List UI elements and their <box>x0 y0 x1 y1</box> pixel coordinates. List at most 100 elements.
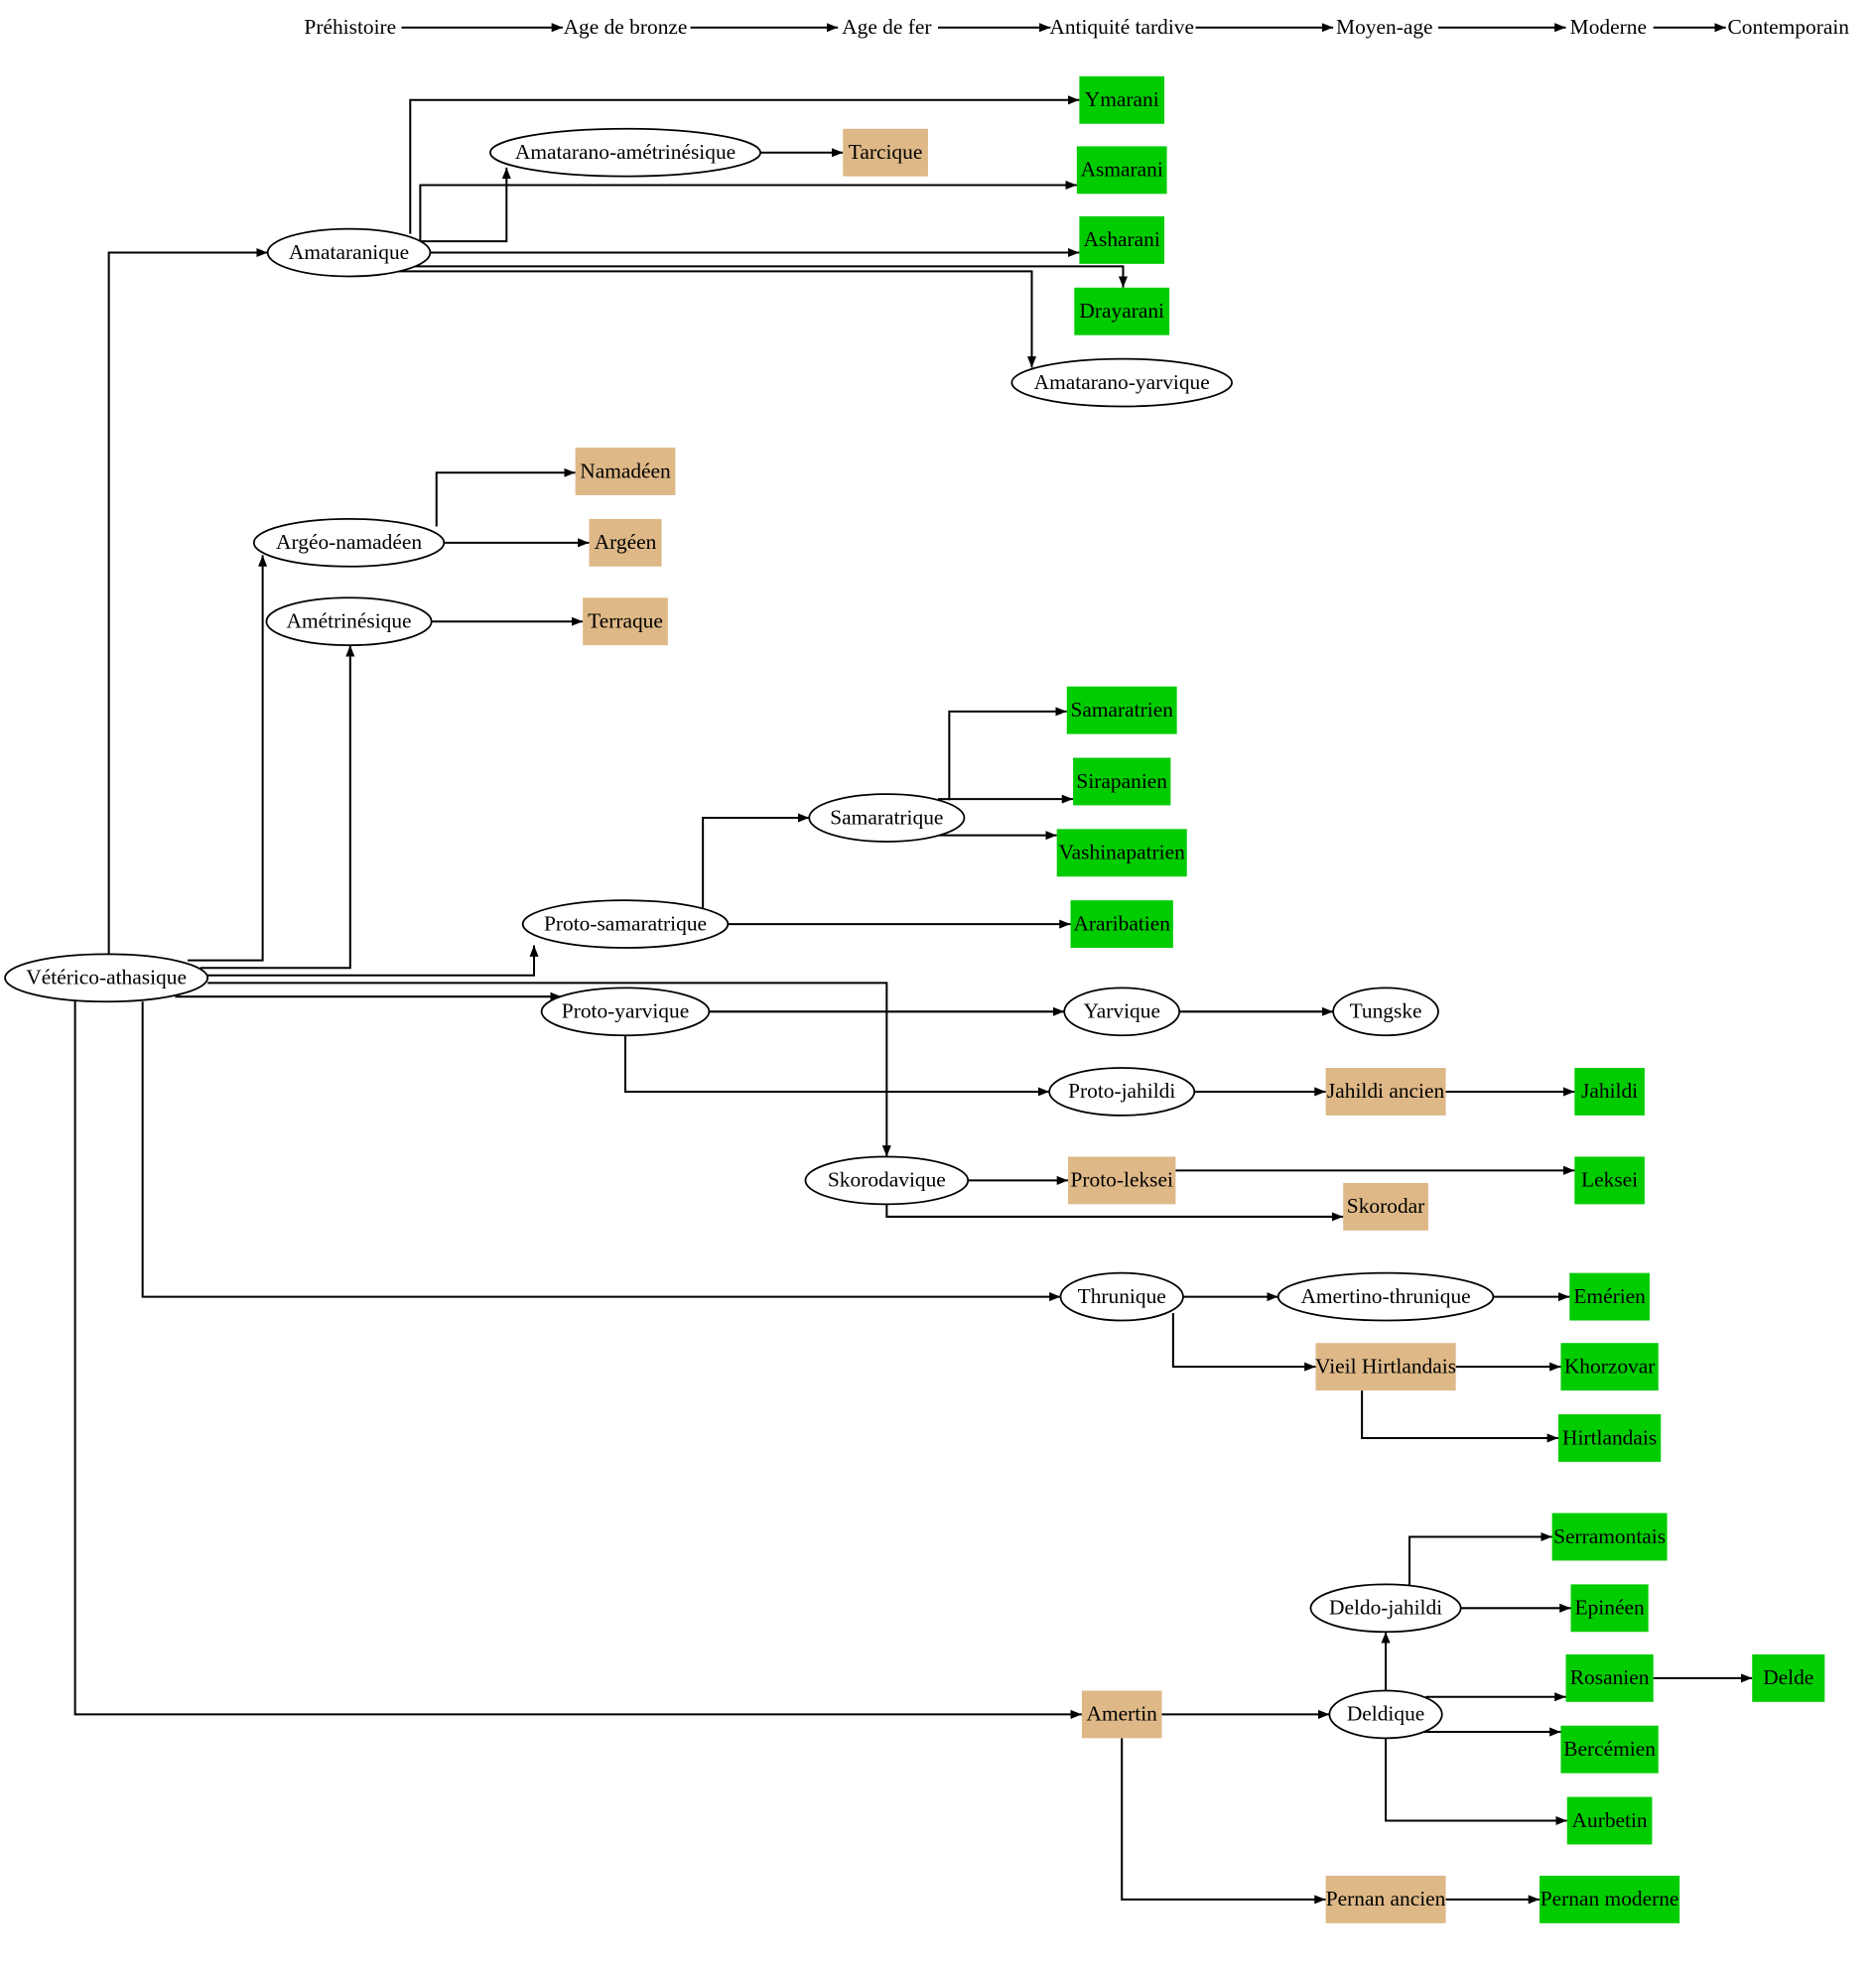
node-amataranique[interactable]: Amataranique <box>266 227 432 278</box>
node-jahildi[interactable]: Jahildi <box>1574 1068 1645 1116</box>
node-label: Amertin <box>1087 1702 1158 1726</box>
edge-veterico-to-thrunique <box>141 1001 1061 1302</box>
node-vieil-hirtlandais[interactable]: Vieil Hirtlandais <box>1315 1343 1456 1391</box>
node-ellipse <box>1309 1583 1462 1634</box>
node-epineen[interactable]: Epinéen <box>1570 1584 1649 1633</box>
node-yarvique[interactable]: Yarvique <box>1063 987 1181 1037</box>
node-hirtlandais[interactable]: Hirtlandais <box>1557 1414 1662 1462</box>
node-ellipse <box>1063 987 1181 1037</box>
node-label: Vashinapatrien <box>1059 841 1186 864</box>
node-drayarani[interactable]: Drayarani <box>1074 287 1170 335</box>
node-bercemien[interactable]: Bercémien <box>1560 1725 1659 1774</box>
edge-proto_yarv-to-proto_jahildi <box>624 1035 1050 1097</box>
edge-vieil_hirt-to-hirtlandais <box>1361 1390 1558 1443</box>
edge-amertin-to-pernan_ancien <box>1121 1738 1326 1905</box>
node-deldique[interactable]: Deldique <box>1328 1689 1443 1740</box>
edge-amataranique-to-amat_ametr <box>420 167 511 243</box>
node-ellipse <box>1059 1271 1184 1322</box>
node-vashinapatrien[interactable]: Vashinapatrien <box>1056 829 1187 877</box>
node-tarcique[interactable]: Tarcique <box>843 128 928 177</box>
node-label: Ymarani <box>1085 87 1159 111</box>
node-label: Thrunique <box>1078 1284 1166 1308</box>
node-veterico-athasique[interactable]: Vétérico-athasique <box>4 953 209 1003</box>
node-araribatien[interactable]: Araribatien <box>1070 900 1173 949</box>
node-ellipse <box>808 793 966 843</box>
edge-skorodavique-to-skorodar <box>885 1204 1344 1222</box>
node-label: Serramontais <box>1553 1524 1666 1548</box>
node-box <box>1566 1796 1653 1845</box>
edge-thrunique-to-vieil_hirt <box>1171 1312 1316 1372</box>
node-argeo-namadeen[interactable]: Argéo-namadéen <box>252 518 446 568</box>
node-box <box>1070 900 1173 949</box>
node-delde[interactable]: Delde <box>1752 1653 1825 1702</box>
node-aurbetin[interactable]: Aurbetin <box>1566 1796 1653 1845</box>
node-sirapanien[interactable]: Sirapanien <box>1073 757 1171 806</box>
node-ellipse <box>521 899 730 949</box>
node-label: Asharani <box>1084 227 1160 251</box>
edge-samaratrique-to-samaratrien <box>948 707 1067 801</box>
node-ellipse <box>252 518 446 568</box>
node-label: Pernan moderne <box>1541 1887 1679 1911</box>
node-proto-leksei[interactable]: Proto-leksei <box>1068 1156 1176 1205</box>
node-skorodar[interactable]: Skorodar <box>1343 1182 1428 1231</box>
node-jahildi-ancien[interactable]: Jahildi ancien <box>1325 1068 1446 1116</box>
edge-amataranique-to-amat_yarv <box>387 270 1037 368</box>
node-asmarani[interactable]: Asmarani <box>1076 146 1167 195</box>
node-argeen[interactable]: Argéen <box>589 518 662 567</box>
node-amertino-thrunique[interactable]: Amertino-thrunique <box>1276 1271 1495 1322</box>
node-pernan-moderne[interactable]: Pernan moderne <box>1540 1875 1680 1923</box>
node-proto-samaratrique[interactable]: Proto-samaratrique <box>521 899 730 949</box>
node-deldo-jahildi[interactable]: Deldo-jahildi <box>1309 1583 1462 1634</box>
timeline-period-age-de-bronze: Age de bronze <box>564 15 688 39</box>
node-label: Tarcique <box>849 140 923 164</box>
node-label: Skorodavique <box>828 1168 946 1192</box>
node-emerien[interactable]: Emérien <box>1569 1272 1650 1321</box>
node-amertin[interactable]: Amertin <box>1081 1690 1162 1739</box>
node-box <box>1570 1584 1649 1633</box>
edge-deldo_jahildi-to-serramontais <box>1407 1531 1552 1586</box>
node-amatarano-yarvique[interactable]: Amatarano-yarvique <box>1010 357 1233 408</box>
node-namadeen[interactable]: Namadéen <box>575 448 676 495</box>
node-label: Argéo-namadéen <box>276 530 422 554</box>
node-ymarani[interactable]: Ymarani <box>1079 75 1165 124</box>
node-skorodavique[interactable]: Skorodavique <box>804 1155 970 1206</box>
node-label: Khorzovar <box>1564 1354 1656 1378</box>
node-box <box>575 448 676 495</box>
node-pernan-ancien[interactable]: Pernan ancien <box>1325 1875 1446 1923</box>
node-khorzovar[interactable]: Khorzovar <box>1560 1343 1659 1391</box>
node-samaratrien[interactable]: Samaratrien <box>1066 686 1177 734</box>
node-terraque[interactable]: Terraque <box>583 597 668 646</box>
node-proto-jahildi[interactable]: Proto-jahildi <box>1048 1067 1196 1117</box>
node-box <box>1565 1653 1654 1702</box>
node-label: Bercémien <box>1563 1737 1656 1761</box>
node-rosanien[interactable]: Rosanien <box>1565 1653 1654 1702</box>
node-label: Terraque <box>588 609 663 633</box>
node-label: Namadéen <box>580 459 671 482</box>
node-ellipse <box>1328 1689 1443 1740</box>
node-ellipse <box>1332 987 1439 1037</box>
node-serramontais[interactable]: Serramontais <box>1551 1513 1668 1561</box>
node-thrunique[interactable]: Thrunique <box>1059 1271 1184 1322</box>
node-amatarano-ametrinesique[interactable]: Amatarano-amétrinésique <box>489 127 761 178</box>
edge-veterico-to-amertin <box>73 998 1082 1719</box>
node-ellipse <box>1010 357 1233 408</box>
node-label: Deldo-jahildi <box>1329 1596 1442 1620</box>
node-proto-yarvique[interactable]: Proto-yarvique <box>540 987 711 1037</box>
timeline-period-antiquite-tardive: Antiquité tardive <box>1049 15 1194 39</box>
node-label: Amatarano-yarvique <box>1034 370 1210 394</box>
node-leksei[interactable]: Leksei <box>1574 1156 1645 1205</box>
node-box <box>1343 1182 1428 1231</box>
node-ametrinesique[interactable]: Amétrinésique <box>265 596 433 647</box>
node-samaratrique[interactable]: Samaratrique <box>808 793 966 843</box>
node-tungske[interactable]: Tungske <box>1332 987 1439 1037</box>
node-box <box>583 597 668 646</box>
edge-veterico-to-ametr <box>200 645 355 970</box>
node-box <box>1074 287 1170 335</box>
node-label: Skorodar <box>1347 1194 1424 1218</box>
node-ellipse <box>1276 1271 1495 1322</box>
node-asharani[interactable]: Asharani <box>1079 215 1165 264</box>
timeline-period-moyen-age: Moyen-age <box>1336 15 1432 39</box>
node-box <box>1569 1272 1650 1321</box>
node-box <box>1315 1343 1456 1391</box>
edge-veterico-to-skorodavique <box>207 982 891 1157</box>
